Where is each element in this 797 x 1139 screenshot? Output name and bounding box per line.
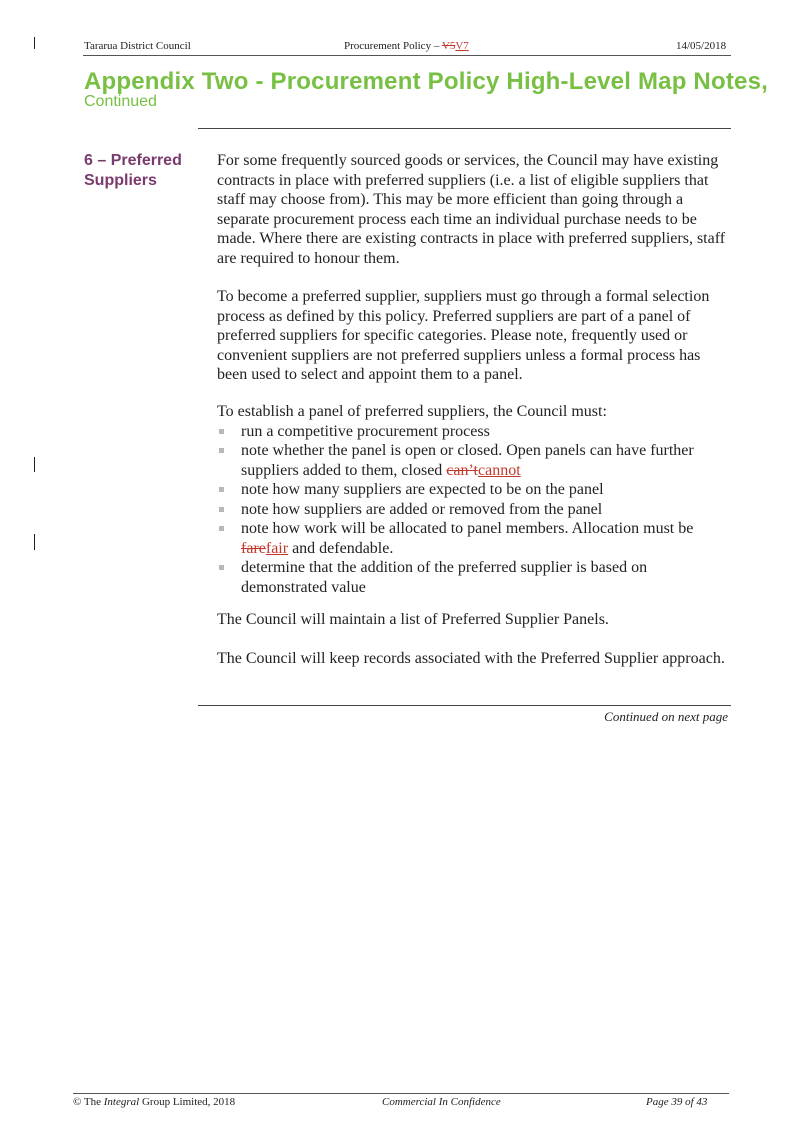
requirements-list: run a competitive procurement process no… [217,422,729,598]
change-bar-header [34,37,35,49]
section-bottom-rule [198,705,731,706]
change-bar-fair [34,534,35,550]
paragraph-3-text: The Council will maintain a list of Pref… [217,611,609,628]
bullet-square-icon [219,487,224,492]
section-heading: 6 – Preferred Suppliers [84,152,182,189]
continued-note: Continued on next page [604,709,728,724]
list-item: note how many suppliers are expected to … [217,480,729,500]
bullet-square-icon [219,448,224,453]
footer-copyright-prefix: © The [73,1096,104,1108]
paragraph-4-text: The Council will keep records associated… [217,650,725,667]
list-item: note whether the panel is open or closed… [217,441,729,480]
footer-page-number: Page 39 of 43 [646,1096,708,1108]
bullet-square-icon [219,526,224,531]
paragraph-2-text: To become a preferred supplier, supplier… [217,288,710,383]
footer-rule [73,1093,729,1094]
list-item-text: note whether the panel is open or closed… [241,442,694,479]
section-top-rule [198,128,731,129]
page-title: Appendix Two - Procurement Policy High-L… [84,68,768,95]
paragraph-1: For some frequently sourced goods or ser… [217,151,729,268]
header-rule [83,55,731,56]
bullet-square-icon [219,565,224,570]
header-doc-title: Procurement Policy – V5V7 [344,40,469,53]
paragraph-2: To become a preferred supplier, supplier… [217,287,729,385]
bullet-square-icon [219,506,224,512]
list-intro: To establish a panel of preferred suppli… [217,403,607,420]
footer-copyright: © The Integral Group Limited, 2018 [73,1096,235,1109]
footer-confidentiality: Commercial In Confidence [382,1096,501,1108]
list-item: note how suppliers are added or removed … [217,500,729,520]
header-doc-prefix: Procurement Policy – [344,40,442,52]
list-item-text: note how work will be allocated to panel… [241,520,694,537]
list-item: note how work will be allocated to panel… [217,519,729,558]
paragraph-1-text: For some frequently sourced goods or ser… [217,152,726,267]
list-item-text: run a competitive procurement process [241,422,490,440]
header-date: 14/05/2018 [676,40,727,52]
list-item: run a competitive procurement process [217,422,729,442]
page-subtitle: Continued [84,93,157,110]
header-version-deleted: V5 [441,40,456,52]
bullet-square-icon [219,428,224,434]
inserted-text: fair [265,539,289,557]
panel-requirements: To establish a panel of preferred suppli… [217,402,729,597]
list-item-tail: and defendable. [288,539,394,557]
footer-copyright-suffix: Group Limited, 2018 [139,1096,236,1108]
list-item-text: note how suppliers are added or removed … [241,500,603,518]
list-item-text: note how many suppliers are expected to … [241,481,604,498]
inserted-text: cannot [477,461,521,479]
paragraph-3: The Council will maintain a list of Pref… [217,610,729,630]
footer-copyright-italic: Integral [103,1096,140,1108]
change-bar-closed [34,457,35,472]
header-version-inserted: V7 [455,40,469,52]
header-org: Tararua District Council [84,40,191,52]
list-item: determine that the addition of the prefe… [217,558,729,597]
paragraph-4: The Council will keep records associated… [217,649,729,669]
deleted-text: fare [241,539,266,557]
list-item-text: determine that the addition of the prefe… [241,559,648,596]
deleted-text: can’t [446,461,478,479]
